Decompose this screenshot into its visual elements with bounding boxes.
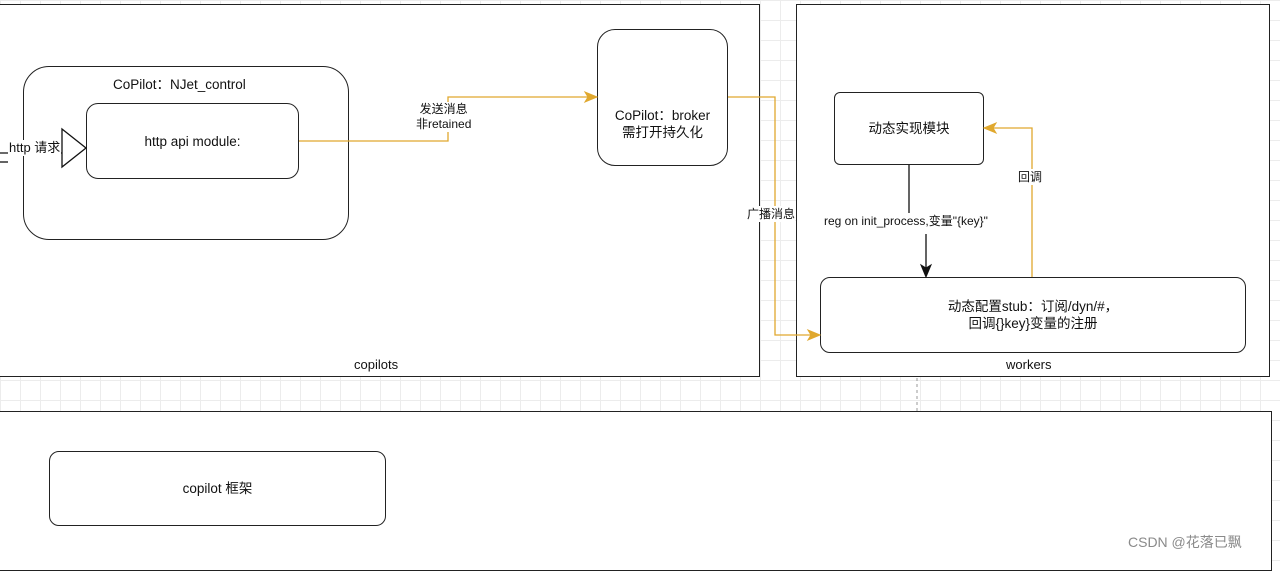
http-request-label: http 请求 (8, 140, 62, 156)
stub-label-line2: 回调{}key}变量的注册 (968, 316, 1098, 331)
callback-label: 回调 (1018, 169, 1043, 185)
dynamic-module-label: 动态实现模块 (868, 121, 950, 136)
watermark-text: CSDN @花落已飘 (1128, 534, 1242, 550)
register-arrowhead (919, 263, 933, 279)
http-api-module-node[interactable]: http api module: (86, 103, 299, 179)
njet-control-title: CoPilot：NJet_control (113, 77, 246, 92)
callback-edge (993, 127, 1033, 277)
http-request-arrowhead (61, 127, 88, 169)
broker-label-line2: 需打开持久化 (622, 124, 703, 140)
broker-node[interactable]: CoPilot：broker 需打开持久化 (597, 29, 728, 166)
send-message-label: 发送消息 非retained (416, 102, 472, 132)
http-api-module-label: http api module: (144, 133, 241, 149)
stub-node[interactable]: 动态配置stub：订阅/dyn/#， 回调{}key}变量的注册 (820, 277, 1246, 353)
copilot-framework-label: copilot 框架 (182, 481, 253, 496)
callback-arrowhead (982, 121, 998, 135)
copilots-panel-label: copilots (354, 357, 399, 372)
copilot-framework-node[interactable]: copilot 框架 (49, 451, 386, 526)
send-message-label-line1: 发送消息 (419, 102, 468, 116)
dynamic-module-node[interactable]: 动态实现模块 (834, 92, 984, 165)
broadcast-label: 广播消息 (747, 206, 796, 222)
broadcast-arrowhead (806, 328, 822, 342)
send-message-arrowhead (583, 90, 599, 104)
stub-label-line1: 动态配置stub：订阅/dyn/#， (947, 299, 1119, 314)
broker-label-line1: CoPilot：broker (614, 107, 711, 123)
register-label: reg on init_process,变量"{key}" (824, 213, 988, 229)
workers-panel-label: workers (1006, 357, 1052, 372)
send-message-label-line2: 非retained (416, 117, 472, 131)
